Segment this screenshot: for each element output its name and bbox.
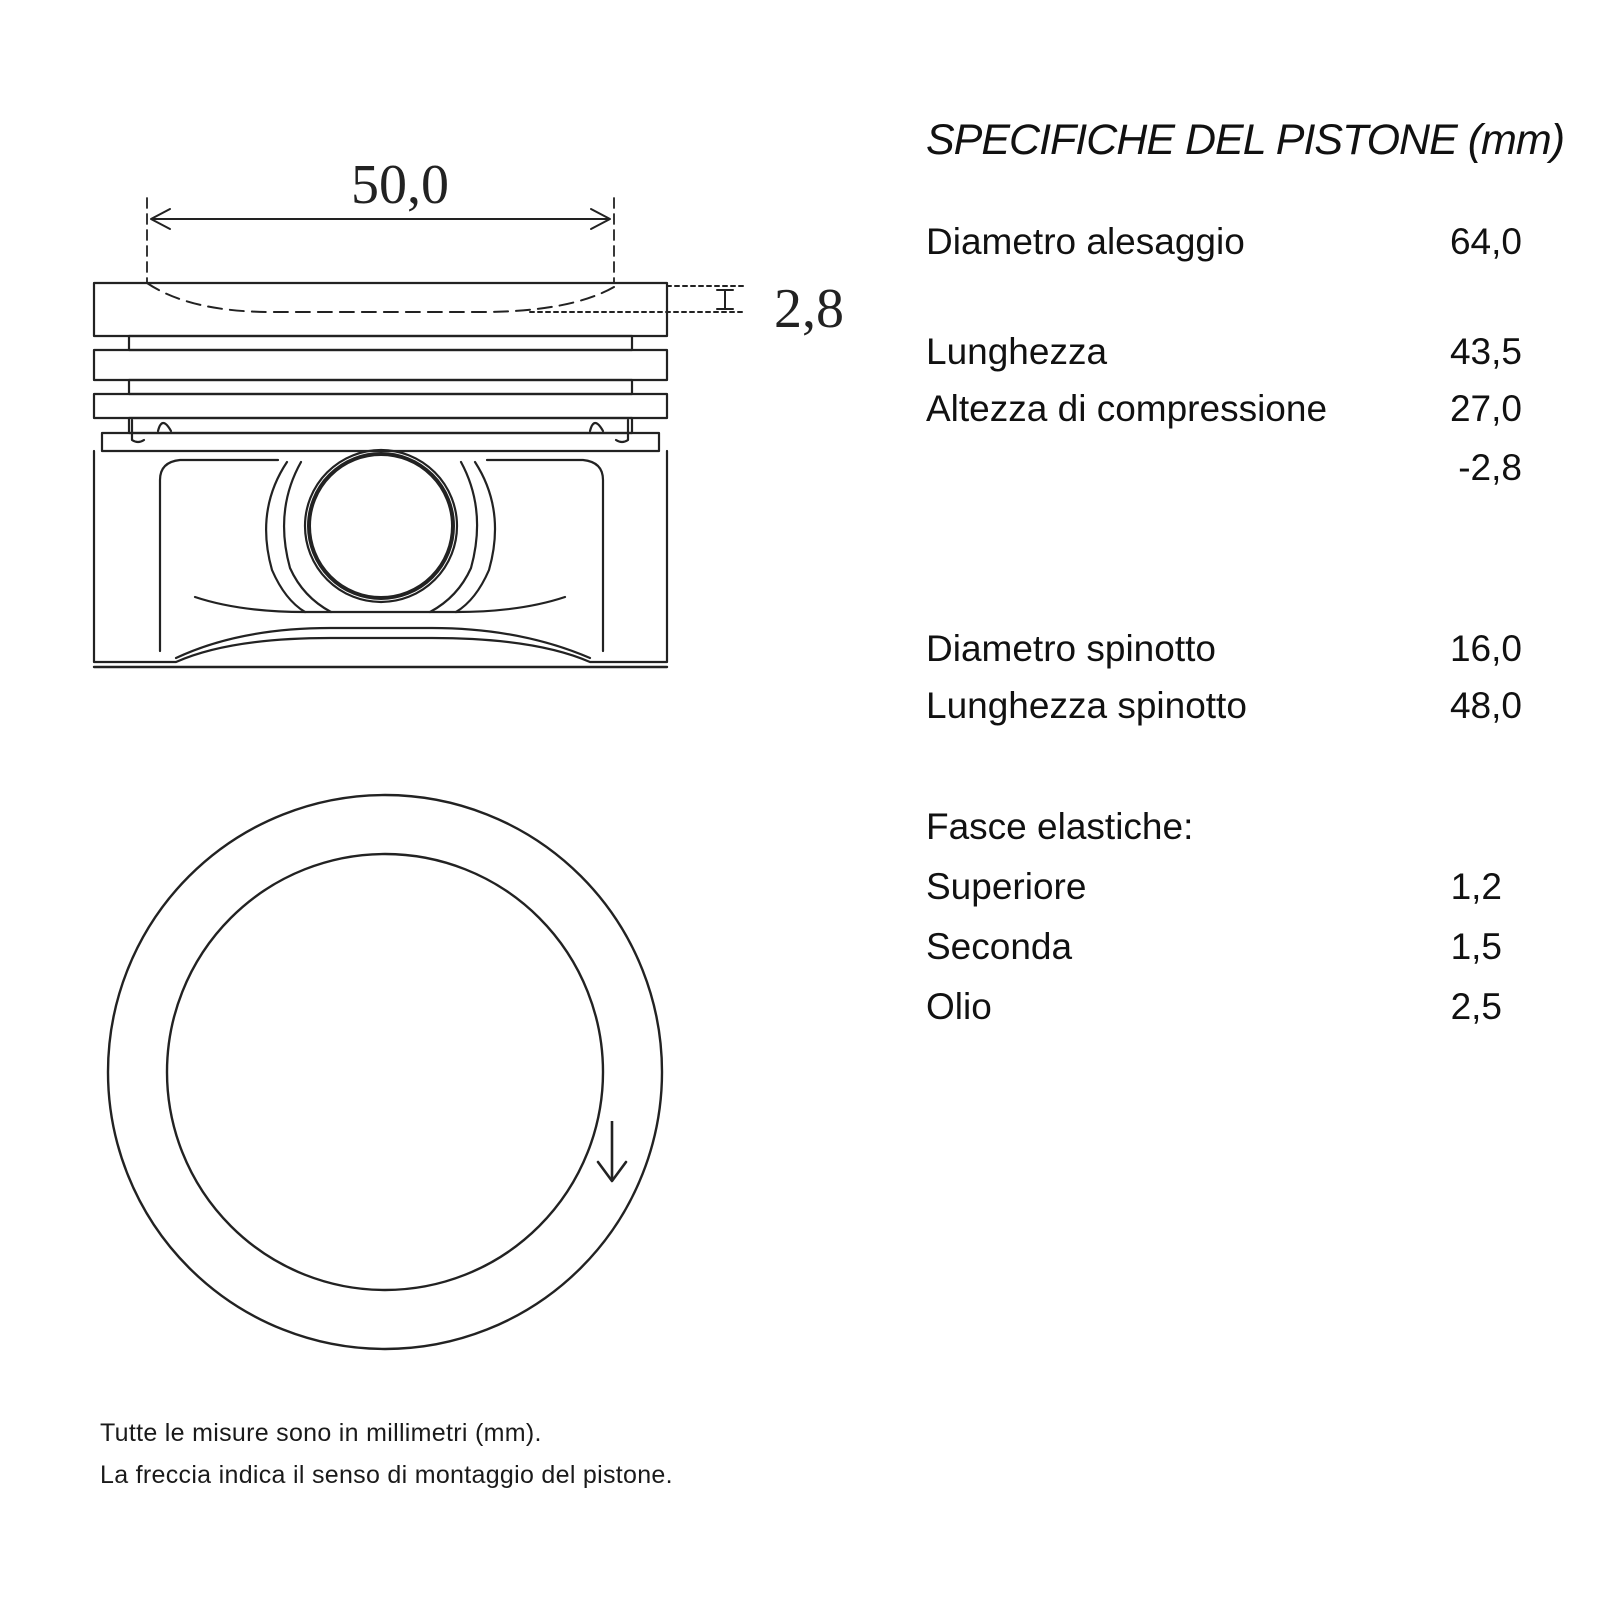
- spec-label: Lunghezza spinotto: [926, 685, 1247, 726]
- ring-row-second: Seconda 1,5: [926, 922, 1522, 972]
- skirt-inner-right: [485, 458, 605, 653]
- skirt-top-band: [100, 431, 661, 453]
- pin-boss-left-inner: [282, 460, 333, 614]
- pin-boss-left-outer: [265, 460, 307, 614]
- spec-label: Altezza di compressione: [926, 388, 1328, 429]
- spec-value: -2,8: [1458, 447, 1522, 488]
- pin-boss-right-outer: [454, 460, 497, 614]
- ring-groove-1: [127, 334, 634, 352]
- dimension-arrow-right: [590, 208, 611, 230]
- piston-side-view: [92, 197, 746, 669]
- pin-boss-right-inner: [428, 460, 479, 614]
- piston-pin-outer: [303, 448, 459, 604]
- skirt-inner-left: [158, 458, 280, 653]
- ring-row-top: Superiore 1,2: [926, 862, 1522, 912]
- spec-value: 27,0: [1449, 388, 1522, 429]
- oil-drain-right: [588, 418, 630, 444]
- spec-value: 43,5: [1449, 331, 1522, 372]
- spec-row-compression-height: Altezza di compressione 27,0: [926, 384, 1522, 434]
- side-dimension-label: 2,8: [774, 278, 844, 340]
- spec-row-pin-diameter: Diametro spinotto 16,0: [926, 624, 1522, 674]
- ring-land-3: [92, 392, 669, 420]
- note-units: Tutte le misure sono in millimetri (mm).: [100, 1419, 542, 1447]
- spec-row-pin-length: Lunghezza spinotto 48,0: [926, 681, 1522, 731]
- spec-row-length: Lunghezza 43,5: [926, 327, 1522, 377]
- oil-drain-left: [130, 418, 173, 444]
- ring-value: 2,5: [1450, 986, 1502, 1027]
- ring-land-2: [92, 348, 669, 382]
- spec-row-compression-offset: -2,8: [926, 443, 1522, 493]
- rings-heading: Fasce elastiche:: [926, 802, 1522, 852]
- skirt-bottom-curve: [174, 626, 592, 660]
- spec-label: Diametro alesaggio: [926, 221, 1245, 262]
- spec-row-bore: Diametro alesaggio 64,0: [926, 217, 1522, 267]
- spec-value: 16,0: [1449, 628, 1522, 669]
- piston-pin-inner: [307, 452, 455, 600]
- piston-crown: [92, 281, 669, 338]
- ring-value: 1,5: [1450, 926, 1502, 967]
- crown-recess-dashed: [146, 282, 615, 313]
- piston-skirt-outline: [92, 449, 669, 664]
- spec-value: 48,0: [1449, 685, 1522, 726]
- ring-label: Olio: [926, 986, 992, 1027]
- specs-title: SPECIFICHE DEL PISTONE (mm): [926, 116, 1565, 164]
- top-view-outer-circle: [106, 793, 664, 1351]
- dimension-arrow-left: [150, 208, 171, 230]
- rings-heading-label: Fasce elastiche:: [926, 806, 1194, 847]
- top-dimension-label: 50,0: [351, 154, 449, 216]
- mounting-arrow-icon: [596, 1160, 628, 1183]
- ring-label: Superiore: [926, 866, 1087, 907]
- piston-top-view: [106, 793, 664, 1351]
- pin-boss-base: [193, 595, 567, 614]
- spec-label: Lunghezza: [926, 331, 1108, 372]
- ring-groove-2: [127, 378, 634, 396]
- ring-groove-3: [127, 416, 634, 435]
- spec-value: 64,0: [1449, 221, 1522, 262]
- ring-value: 1,2: [1450, 866, 1502, 907]
- ring-row-oil: Olio 2,5: [926, 982, 1522, 1032]
- note-arrow: La freccia indica il senso di montaggio …: [100, 1461, 673, 1489]
- ring-label: Seconda: [926, 926, 1073, 967]
- top-view-inner-circle: [165, 852, 605, 1292]
- spec-label: Diametro spinotto: [926, 628, 1216, 669]
